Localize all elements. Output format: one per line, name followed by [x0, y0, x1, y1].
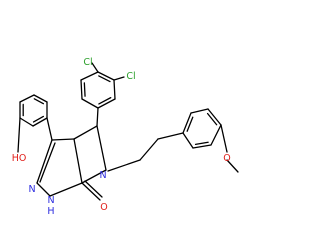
c3-n2-bond	[36, 139, 53, 184]
n-ch2-bond	[107, 159, 141, 172]
dichlorophenyl-bond-0-inner	[98, 75, 111, 83]
pyrazole-nitrogen: N	[28, 184, 35, 195]
dichlorophenyl-bond-1	[113, 79, 116, 100]
methoxy-oxygen: O	[223, 153, 230, 164]
hydroxyphenyl-bond-2	[32, 117, 48, 127]
c3-n2-bond-inner	[39, 142, 56, 183]
hydroxyphenyl-bond-3	[19, 117, 34, 127]
hydroxyphenyl-bond-5	[19, 94, 35, 103]
chlorine-atom-lower: Cl	[126, 71, 135, 82]
dichlorophenyl-bond-2	[97, 98, 116, 109]
molecule-svg: Cl Cl HO N N N H O O	[12, 57, 239, 217]
c6-o-bond	[81, 182, 101, 201]
structure-diagram: Cl Cl HO N N N H O O	[12, 57, 239, 217]
methoxyphenyl-bond-1	[190, 108, 209, 114]
aryl-ch-bond	[96, 107, 99, 127]
ch2-ch2-bond	[139, 138, 159, 161]
n-c6-bond	[81, 169, 107, 184]
hydroxyl-group: HO	[12, 153, 27, 164]
methoxyphenyl-bond-2-inner	[206, 112, 218, 126]
pyrazole-nh-hydrogen: H	[47, 206, 54, 217]
bond-layer	[17, 62, 239, 201]
methoxyphenyl-bond-0-inner	[186, 116, 194, 132]
n2-n1-bond	[36, 182, 51, 197]
c3a-c6a-bond	[73, 138, 83, 184]
c-cl-upper-bond	[91, 62, 99, 73]
methoxyphenyl-bond-4	[192, 144, 212, 149]
ch-n-bond	[96, 125, 107, 171]
o-ch3-bond	[226, 159, 239, 173]
methoxyphenyl-bond-4-inner	[194, 141, 209, 146]
hydroxyphenyl-bond-0	[33, 94, 48, 103]
dichlorophenyl-bond-5	[80, 71, 99, 81]
c6-o-bond-inner	[84, 180, 103, 198]
methoxyphenyl-bond-5	[182, 132, 194, 149]
dichlorophenyl-bond-0	[97, 71, 115, 81]
hydroxyphenyl-bond-2-inner	[32, 115, 45, 123]
chlorine-atom-upper: Cl	[83, 57, 92, 68]
methoxyphenyl-bond-3	[210, 124, 222, 146]
methoxyphenyl-bond-2	[207, 108, 222, 126]
aryl-pyrazole-bond	[46, 117, 53, 141]
n1-c6a-bond	[49, 182, 83, 197]
dichlorophenyl-bond-4	[80, 79, 83, 100]
c3a-c3-bond	[51, 138, 75, 141]
amide-nitrogen: N	[99, 170, 106, 181]
carbonyl-oxygen: O	[100, 202, 107, 213]
ch-c3a-bond	[73, 125, 98, 140]
pyrazole-nh-nitrogen: N	[47, 195, 54, 206]
methoxyphenyl-bond-0	[182, 112, 192, 134]
c-cl-lower-bond	[113, 76, 125, 81]
c-oh-bond	[17, 117, 21, 153]
atom-label-layer: Cl Cl HO N N N H O O	[12, 57, 231, 217]
ch2-aryl-bond	[157, 132, 184, 140]
c-o-methoxy-bond	[220, 124, 228, 153]
hydroxyphenyl-bond-0-inner	[33, 98, 45, 105]
dichlorophenyl-bond-3	[81, 98, 99, 109]
dichlorophenyl-bond-4-inner	[83, 82, 86, 97]
dichlorophenyl-bond-2-inner	[98, 96, 112, 105]
